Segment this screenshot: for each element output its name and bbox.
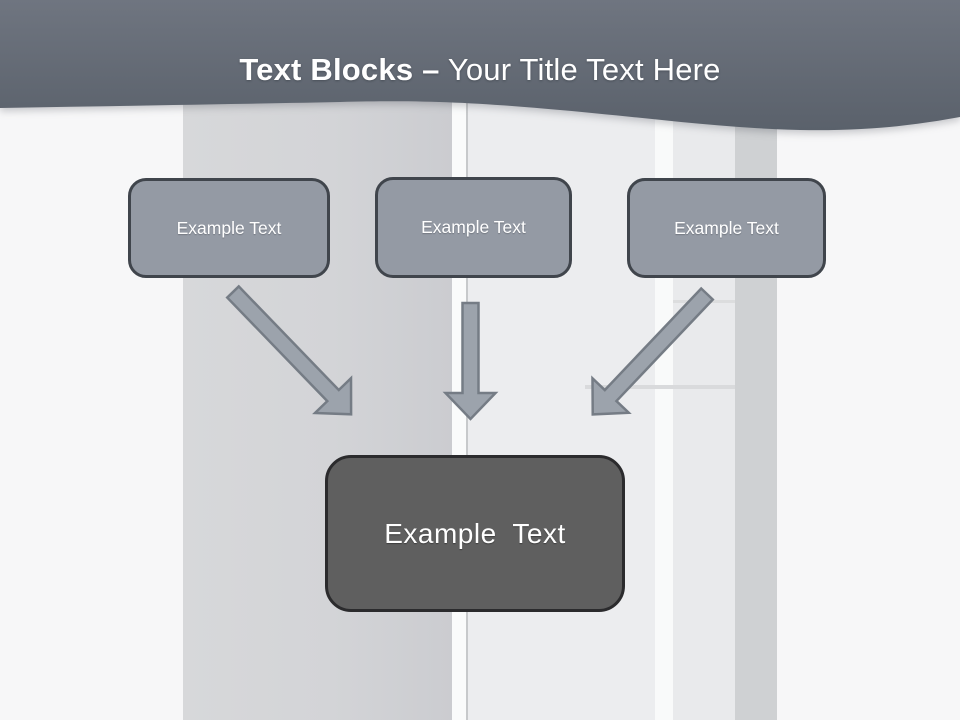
center-text-block: Example Text [325, 455, 625, 612]
text-block-2: Example Text [375, 177, 572, 278]
text-block-3-label: Example Text [674, 217, 779, 238]
slide-title-dash: – [422, 52, 440, 87]
text-block-3: Example Text [627, 178, 826, 278]
text-block-1: Example Text [128, 178, 330, 278]
slide-title-regular: Your Title Text Here [447, 52, 721, 87]
bg-shelf-line [585, 385, 735, 389]
header-wave-shape [0, 0, 960, 131]
text-block-2-label: Example Text [421, 217, 526, 237]
center-text-block-label: Example Text [384, 517, 566, 549]
slide-title: Text Blocks – Your Title Text Here [0, 52, 960, 88]
slide-title-bold: Text Blocks [239, 52, 414, 87]
bg-shelf-line [673, 300, 735, 303]
header-band [0, 0, 960, 131]
text-block-1-label: Example Text [176, 217, 282, 238]
